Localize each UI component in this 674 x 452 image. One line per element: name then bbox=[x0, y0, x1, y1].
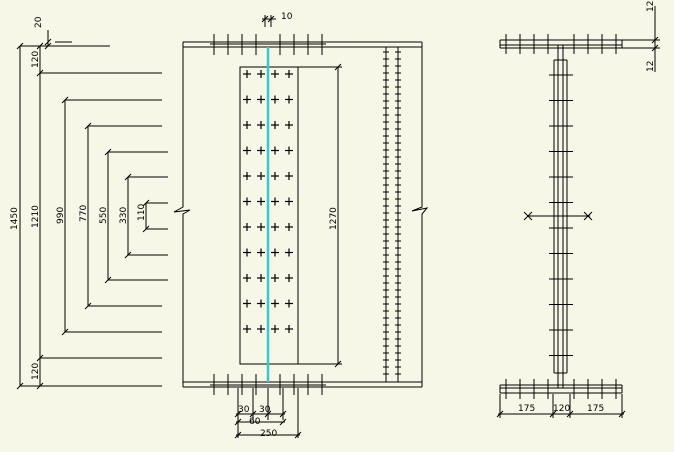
section-bolt-ticks bbox=[505, 34, 617, 399]
left-dimension-lines bbox=[16, 30, 168, 390]
flange-bolt-ticks bbox=[210, 34, 326, 395]
girder-elevation bbox=[173, 41, 429, 388]
bottom-dimensions bbox=[234, 388, 302, 439]
dim-label-330: 330 bbox=[119, 207, 129, 224]
web-bolt-group bbox=[243, 70, 293, 333]
dim-label-1450: 1450 bbox=[10, 207, 20, 230]
bottom-dim-30-left: 30 bbox=[238, 405, 250, 415]
dim-label-1210: 1210 bbox=[31, 205, 41, 228]
stiffener-bolt-ticks bbox=[383, 51, 401, 375]
section-view bbox=[496, 6, 660, 418]
dim-label-550: 550 bbox=[99, 207, 109, 224]
dim-label-990: 990 bbox=[56, 207, 66, 224]
top-gap-dimension bbox=[261, 15, 276, 27]
bottom-dim-250: 250 bbox=[260, 429, 277, 439]
plate-height-label: 1270 bbox=[329, 207, 339, 230]
section-dim-12-bottom: 12 bbox=[646, 61, 656, 72]
left-dimension-labels: 20 120 1450 1210 990 770 550 330 110 120 bbox=[10, 16, 147, 380]
bottom-dim-60: 60 bbox=[249, 417, 261, 427]
section-dim-175-left: 175 bbox=[518, 404, 535, 414]
dim-label-120-bottom: 120 bbox=[31, 363, 41, 380]
bottom-dim-30-right: 30 bbox=[259, 405, 271, 415]
section-dim-175-right: 175 bbox=[587, 404, 604, 414]
section-dim-12-top: 12 bbox=[646, 1, 656, 12]
dim-label-110: 110 bbox=[137, 204, 147, 221]
section-dim-120: 120 bbox=[553, 404, 570, 414]
dim-label-770: 770 bbox=[79, 205, 89, 222]
dim-label-120-top: 120 bbox=[31, 51, 41, 68]
dim-label-20: 20 bbox=[34, 16, 44, 28]
plate-height-dimension bbox=[298, 63, 342, 368]
top-gap-label: 10 bbox=[281, 12, 293, 22]
